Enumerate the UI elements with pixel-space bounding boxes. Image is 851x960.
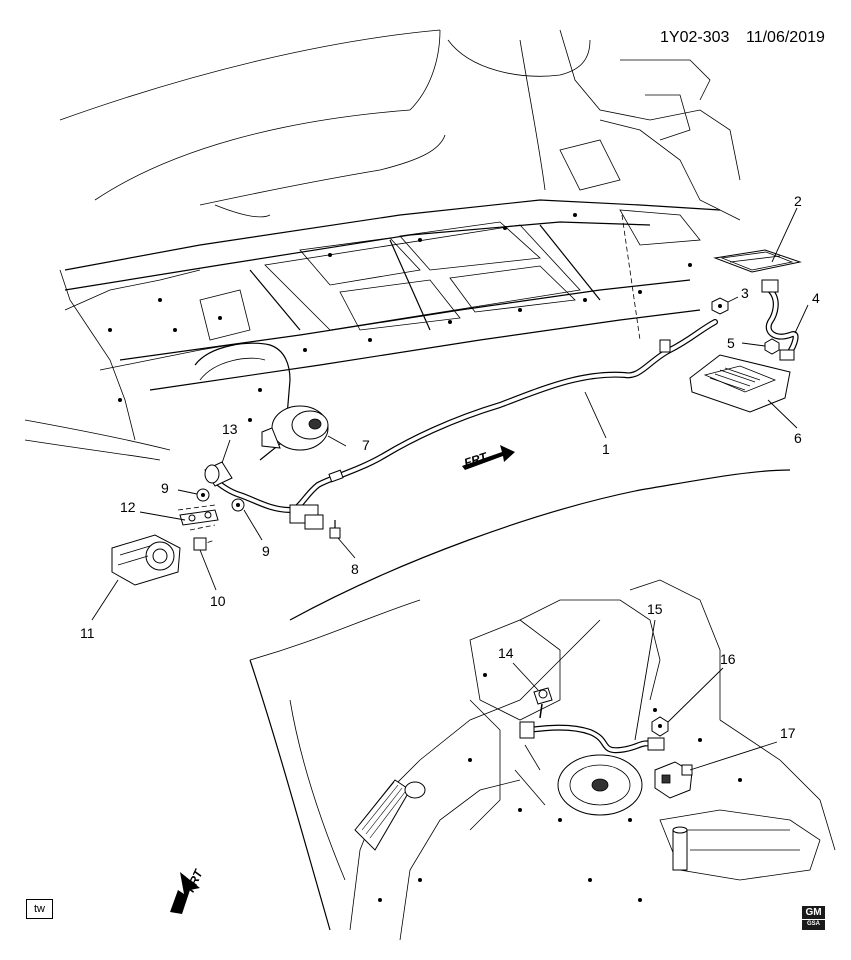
callout-17: 17 bbox=[780, 725, 796, 741]
part-13-boot bbox=[204, 461, 233, 487]
part-9-nuts bbox=[196, 488, 245, 512]
diagram-id: 1Y02-303 bbox=[660, 29, 729, 46]
frt-label-upper: FRT bbox=[462, 449, 490, 470]
tw-badge: tw bbox=[26, 899, 53, 919]
gm-logo: GM GSA bbox=[802, 906, 825, 930]
upper-view-underbody bbox=[24, 29, 741, 546]
part-12-bracket bbox=[179, 509, 219, 526]
part-15-cable bbox=[519, 721, 665, 754]
callout-9b: 9 bbox=[262, 543, 270, 559]
callout-2: 2 bbox=[794, 193, 802, 209]
lower-leaders bbox=[512, 619, 778, 771]
part-7-motor bbox=[261, 405, 329, 451]
callout-11: 11 bbox=[80, 625, 95, 641]
gm-logo-sub: GSA bbox=[806, 921, 820, 927]
frt-arrow-upper: FRT bbox=[462, 445, 515, 470]
callout-7: 7 bbox=[362, 437, 370, 453]
callout-6: 6 bbox=[794, 430, 802, 446]
callout-10: 10 bbox=[210, 593, 226, 609]
part-16-nut bbox=[651, 716, 669, 737]
part-3-nut bbox=[711, 297, 729, 315]
callout-1: 1 bbox=[602, 441, 610, 457]
cable-harness-1 bbox=[212, 319, 718, 530]
part-5-nut bbox=[764, 338, 780, 355]
callout-5: 5 bbox=[727, 335, 735, 351]
callout-12: 12 bbox=[120, 499, 136, 515]
upper-leaders bbox=[91, 207, 809, 621]
part-11-starter bbox=[111, 534, 181, 586]
callout-labels: 2 3 4 5 6 1 7 8 9 9 10 11 12 13 14 15 16… bbox=[80, 193, 820, 741]
callout-4: 4 bbox=[812, 290, 820, 306]
callout-16: 16 bbox=[720, 651, 736, 667]
callout-3: 3 bbox=[741, 285, 749, 301]
frt-label-lower: FRT bbox=[183, 866, 206, 894]
callout-9a: 9 bbox=[161, 480, 169, 496]
part-10-bolt bbox=[193, 537, 207, 551]
frt-arrow-lower: FRT bbox=[170, 866, 206, 914]
callout-13: 13 bbox=[222, 421, 238, 437]
part-4-cable bbox=[761, 279, 799, 361]
callout-14: 14 bbox=[498, 645, 514, 661]
part-2-module-cover bbox=[713, 249, 802, 273]
diagram-date: 11/06/2019 bbox=[746, 29, 825, 46]
part-6-module bbox=[689, 354, 791, 413]
gm-logo-text: GM bbox=[802, 906, 825, 920]
callout-8: 8 bbox=[351, 561, 359, 577]
lower-view-engine-bay bbox=[249, 469, 836, 941]
part-17-connector bbox=[654, 761, 693, 799]
callout-15: 15 bbox=[647, 601, 663, 617]
part-8-bolt bbox=[329, 520, 341, 539]
part-14-bolt bbox=[533, 687, 553, 719]
